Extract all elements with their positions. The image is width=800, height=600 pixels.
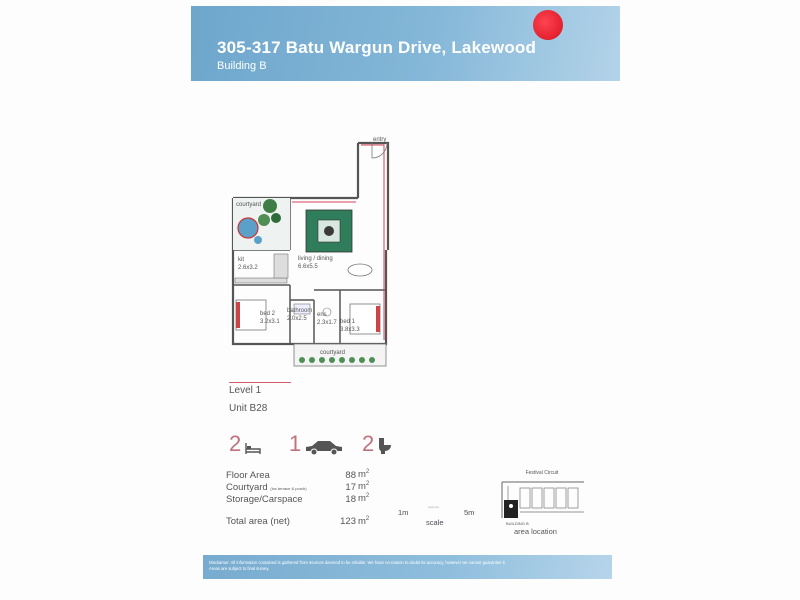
level-underline xyxy=(229,382,291,383)
entry-label: entry xyxy=(373,137,386,143)
area-location-label: area location xyxy=(514,527,557,536)
storage-area-label: Storage/Carspace xyxy=(226,493,303,505)
disclaimer-banner: Disclaimer: All information contained is… xyxy=(203,555,612,579)
area-schedule: Floor Area 88 m2 Courtyard (inc terrace … xyxy=(226,469,369,505)
bathrooms-feature: 2 xyxy=(362,433,393,455)
storage-area-row: Storage/Carspace 18 m2 xyxy=(226,493,370,505)
floor-area-value: 88 xyxy=(345,469,356,481)
floor-area-label: Floor Area xyxy=(226,469,270,481)
scale-start: 1m xyxy=(398,508,409,517)
toilet-icon xyxy=(379,438,392,454)
scale-label: scale xyxy=(426,518,444,527)
disclaimer-line-2: Areas are subject to final survey. xyxy=(209,566,270,571)
bedrooms-count: 2 xyxy=(229,431,242,456)
bathrooms-count: 2 xyxy=(362,431,375,456)
disclaimer-line-1: Disclaimer: All information contained is… xyxy=(209,560,506,565)
building-name: Building B xyxy=(217,60,267,72)
bath-label: bathroom xyxy=(287,308,312,314)
total-area-label: Total area (net) xyxy=(226,516,290,527)
header-banner: 305-317 Batu Wargun Drive, Lakewood Buil… xyxy=(191,6,620,81)
carspaces-feature: 1 xyxy=(289,433,344,455)
courtyard-area-value: 17 xyxy=(345,481,356,493)
floor-plan-drawing: entry courtyard kit 2.6x3.2 living / din… xyxy=(231,137,390,367)
street-name: Festival Circuit xyxy=(525,470,559,476)
bed1-label: bed 1 xyxy=(340,319,356,325)
total-area-row: Total area (net) 123 m2 xyxy=(226,516,370,528)
courtyard-bottom-label: courtyard xyxy=(320,350,345,356)
unit-label: Unit B28 xyxy=(229,403,268,414)
level-label: Level 1 xyxy=(229,385,262,396)
area-location-map: Festival Circuit BUILDING B area locatio… xyxy=(494,470,590,536)
courtyard-area-label: Courtyard xyxy=(226,481,268,493)
building-map-label: BUILDING B xyxy=(506,521,529,526)
bath-dimensions: 2.0x2.5 xyxy=(287,316,307,322)
storage-area-value: 18 xyxy=(345,493,356,505)
kitchen-label: kit xyxy=(238,257,244,263)
courtyard-top-label: courtyard xyxy=(236,202,261,208)
total-area-value: 123 xyxy=(340,516,356,527)
living-dimensions: 6.6x5.5 xyxy=(298,264,318,270)
car-icon xyxy=(306,441,343,455)
property-address: 305-317 Batu Wargun Drive, Lakewood xyxy=(217,38,537,57)
courtyard-area-note: (inc terrace & porch) xyxy=(270,485,307,491)
site-map-icon xyxy=(501,481,584,518)
carspaces-count: 1 xyxy=(289,431,302,456)
scale-end: 5m xyxy=(464,508,475,517)
ensuite-dimensions: 2.3x1.7 xyxy=(317,320,337,326)
bed-icon xyxy=(245,443,261,454)
living-label: living / dining xyxy=(298,256,333,262)
floor-area-row: Floor Area 88 m2 xyxy=(226,469,370,481)
brand-logo xyxy=(533,10,563,40)
bed2-label: bed 2 xyxy=(260,311,276,317)
courtyard-area-row: Courtyard (inc terrace & porch) 17 m2 xyxy=(226,481,370,493)
bedrooms-feature: 2 xyxy=(229,433,262,455)
bed1-dimensions: 3.8x3.3 xyxy=(340,327,360,333)
kitchen-dimensions: 2.6x3.2 xyxy=(238,265,258,271)
ensuite-label: ens xyxy=(317,312,327,318)
scale-mid: (approx) xyxy=(428,505,440,509)
bed2-dimensions: 3.2x3.1 xyxy=(260,319,280,325)
